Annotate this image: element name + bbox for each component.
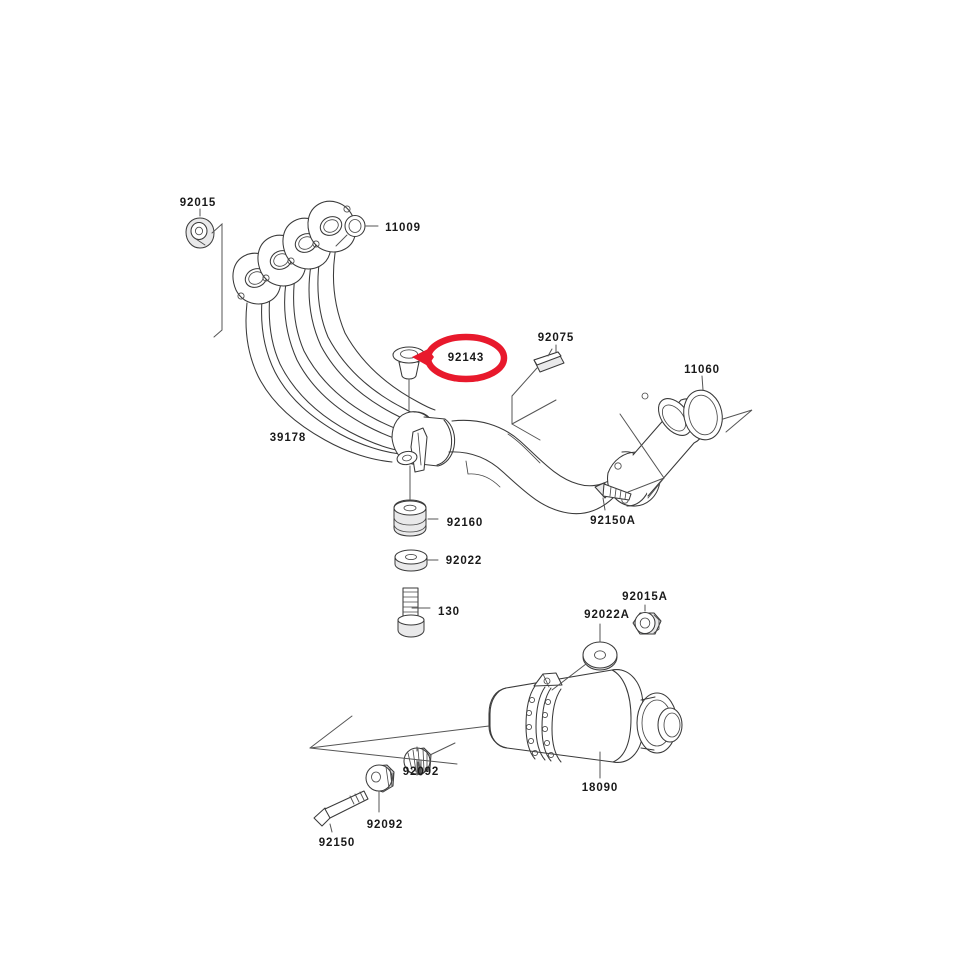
part-label-92022A: 92022A	[584, 609, 630, 621]
part-label-92075: 92075	[538, 332, 574, 344]
gasket-11060	[683, 375, 753, 441]
muffler-pointer-arrow	[309, 715, 490, 765]
washer-92022	[394, 549, 439, 572]
part-label-11009: 11009	[385, 222, 421, 234]
part-label-92092-upper: 92092	[403, 766, 439, 778]
part-label-92150A: 92150A	[590, 515, 636, 527]
damper-92075	[511, 344, 565, 441]
highlight-annotation-92143	[412, 333, 508, 383]
collector-junction	[391, 411, 456, 473]
part-label-92150: 92150	[319, 837, 355, 849]
part-label-92143: 92143	[448, 352, 484, 364]
bolt-92150A	[594, 413, 665, 511]
part-label-130: 130	[438, 606, 460, 618]
muffler-18090	[488, 669, 683, 779]
header-flange-4	[307, 200, 357, 253]
part-label-18090: 18090	[582, 782, 618, 794]
bushing-92092-lower	[365, 764, 395, 813]
bolt-92150	[313, 790, 369, 833]
mid-pipe	[448, 392, 708, 515]
damper-92160	[393, 465, 439, 537]
part-label-92092-lower: 92092	[367, 819, 403, 831]
bolt-130	[397, 587, 431, 638]
part-number-labels: 92015 11009 92143 92075 11060 39178 9216…	[180, 197, 720, 849]
part-label-11060: 11060	[684, 364, 720, 376]
part-label-92015A: 92015A	[622, 591, 668, 603]
part-label-39178: 39178	[270, 432, 306, 444]
bushing-92092-upper	[403, 742, 456, 776]
washer-92022A	[551, 623, 618, 691]
part-label-92022: 92022	[446, 555, 482, 567]
part-label-92015: 92015	[180, 197, 216, 209]
gasket-11009	[335, 214, 379, 247]
header-pipes-39178	[232, 200, 436, 463]
nut-92015A	[632, 604, 662, 635]
nut-92015	[185, 208, 223, 338]
part-label-92160: 92160	[447, 517, 483, 529]
